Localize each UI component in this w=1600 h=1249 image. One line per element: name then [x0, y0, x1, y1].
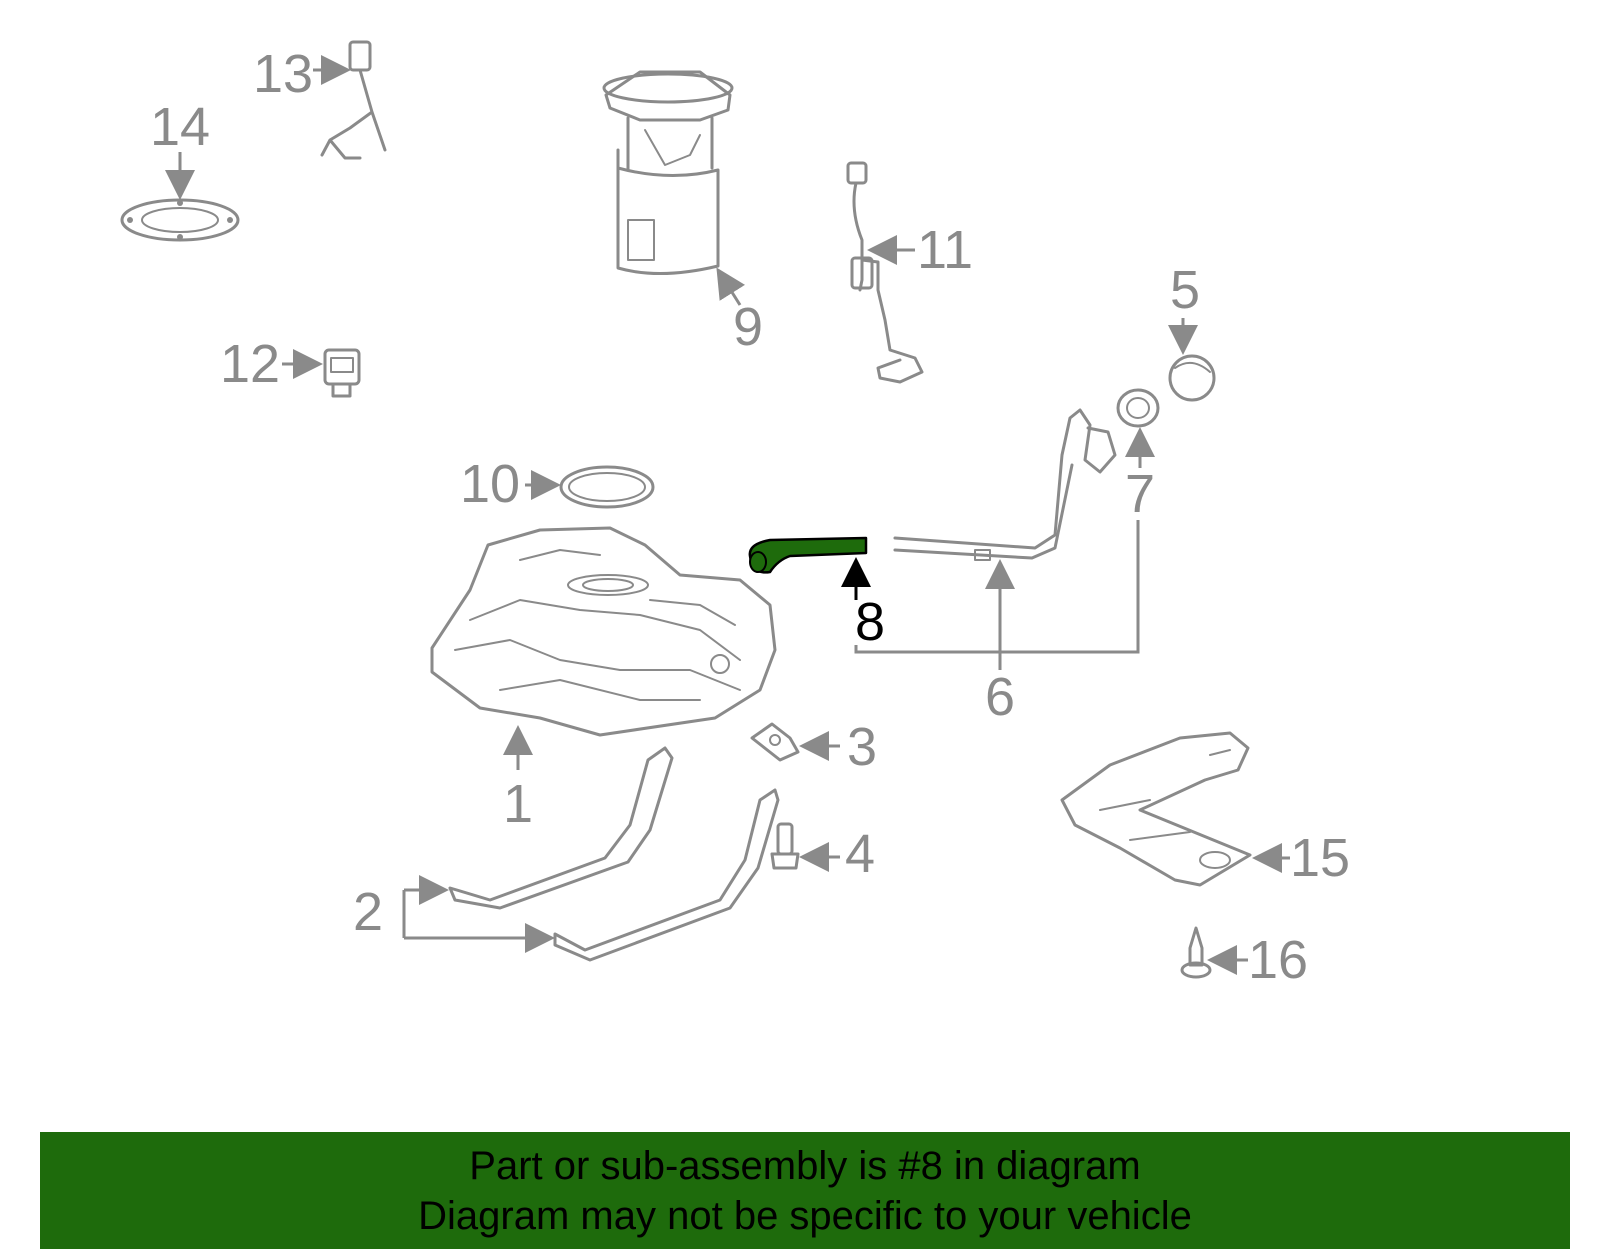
- bracket-8-6-7: [854, 520, 1140, 654]
- part-5-cap: [1168, 318, 1216, 402]
- callout-3: 3: [847, 717, 877, 777]
- part-4-bolt: [770, 822, 840, 872]
- callout-2: 2: [353, 882, 383, 942]
- callout-11: 11: [917, 220, 973, 280]
- callout-10: 10: [460, 454, 520, 514]
- part-12-connector: [282, 348, 361, 398]
- part-2-straps: [402, 746, 780, 962]
- banner-line-1: Part or sub-assembly is #8 in diagram: [469, 1143, 1141, 1188]
- part-9-fuel-pump-module: [602, 70, 746, 306]
- callout-13: 13: [253, 44, 313, 104]
- part-8-filler-hose: [748, 536, 871, 600]
- part-13-harness: [313, 40, 387, 160]
- callout-9: 9: [733, 297, 763, 357]
- callout-5: 5: [1170, 260, 1200, 320]
- callout-6: 6: [985, 667, 1015, 727]
- part-11-fuel-level-sender: [846, 161, 924, 384]
- callout-14: 14: [150, 97, 210, 157]
- callout-4: 4: [845, 824, 875, 884]
- part-14-gasket: [120, 152, 240, 242]
- part-1-fuel-tank: [430, 526, 777, 770]
- callout-15: 15: [1290, 828, 1350, 888]
- callout-8: 8: [855, 592, 885, 652]
- part-10-seal-ring: [525, 465, 655, 509]
- callout-16: 16: [1248, 930, 1308, 990]
- parts-diagram: 1 2 3 4 5 6 7 8 9 10 11 12 13 14 15 16: [120, 40, 1350, 990]
- info-banner: Part or sub-assembly is #8 in diagram Di…: [40, 1132, 1570, 1249]
- callout-12: 12: [220, 334, 280, 394]
- part-3-bracket: [750, 722, 840, 762]
- callout-7: 7: [1125, 464, 1155, 524]
- banner-line-2: Diagram may not be specific to your vehi…: [418, 1193, 1192, 1238]
- part-6-filler-pipe: [893, 408, 1117, 670]
- part-15-shield: [1060, 731, 1290, 887]
- part-16-clip: [1180, 926, 1248, 979]
- callout-1: 1: [503, 774, 533, 834]
- part-7-grommet: [1116, 388, 1160, 468]
